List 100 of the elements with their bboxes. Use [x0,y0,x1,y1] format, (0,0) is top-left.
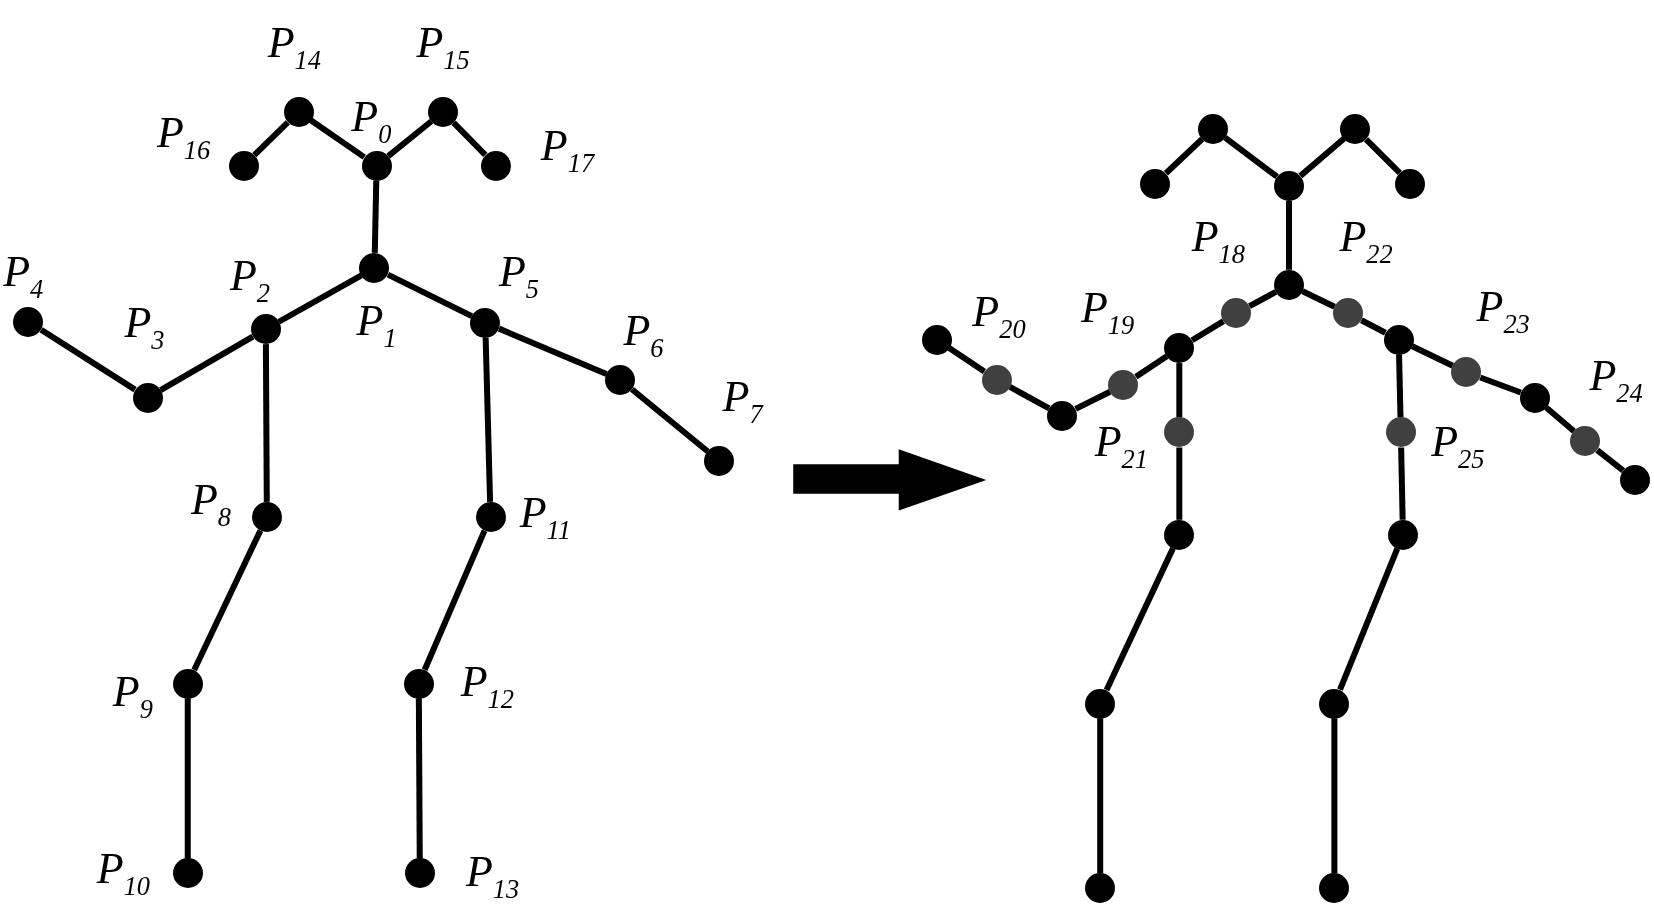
skeleton-limb [451,120,488,157]
keypoint-label: P$_{23}$ [1476,285,1530,338]
keypoint-label: P$_{14}$ [267,21,321,74]
added-keypoint-dot [1108,370,1139,400]
skeleton-limb [1595,447,1626,474]
skeleton-limb [1331,718,1338,874]
added-keypoint-dot [1221,298,1252,329]
skeleton-limb [309,117,366,160]
added-keypoint-dot [1385,417,1416,448]
keypoint-dot [1319,873,1350,904]
keypoint-label: P$_{25}$ [1431,420,1485,473]
keypoint-label: P$_{8}$ [190,478,231,531]
added-keypoint-dot [1570,425,1601,456]
skeleton-limb [421,529,488,671]
keypoint-label: P$_{5}$ [498,250,540,303]
keypoint-label: P$_{18}$ [1191,214,1245,267]
skeleton-limb [252,120,290,158]
keypoint-dot [172,668,203,699]
keypoint-dot [13,306,44,337]
keypoint-label: P$_{4}$ [3,250,44,303]
keypoint-dot [361,150,392,181]
keypoint-label: P$_{20}$ [972,290,1026,343]
keypoint-label: P$_{7}$ [722,374,763,427]
skeleton-limb [159,334,255,393]
keypoint-label: P$_{24}$ [1589,353,1643,406]
keypoint-dot [480,150,511,181]
skeleton-limb [1398,447,1406,520]
keypoint-label: P$_{11}$ [519,490,571,543]
keypoint-dot [251,501,282,532]
keypoint-dot [704,445,735,476]
keypoint-dot [1620,464,1650,495]
keypoint-label: P$_{0}$ [351,95,392,148]
skeleton-limb [262,344,270,502]
keypoint-dot [1164,333,1195,364]
skeleton-limb [1103,547,1176,692]
skeleton-limb [371,180,380,253]
skeleton-limb [1223,135,1279,180]
skeleton-limb [1097,718,1104,874]
keypoint-label: P$_{13}$ [465,849,520,902]
keypoint-dot [475,501,506,532]
skeleton-limb [1298,136,1347,179]
keypoint-dot [1085,873,1116,904]
keypoint-label: P$_{19}$ [1080,286,1135,339]
keypoint-dot [172,858,203,889]
keypoint-dot [359,252,390,283]
keypoint-dot [605,364,636,395]
keypoint-dot [403,668,434,699]
skeleton-limb [1396,354,1404,418]
keypoint-dot [1164,519,1195,550]
keypoint-dot [132,382,163,413]
keypoint-dot [1047,400,1078,431]
keypoint-label: P$_{2}$ [229,253,271,306]
keypoint-dot [428,96,459,127]
keypoint-dot [1519,382,1550,413]
keypoint-label: P$_{3}$ [124,300,165,354]
keypoint-dot [1274,269,1304,300]
keypoint-dot [1395,168,1426,199]
skeleton-limb [1163,136,1205,176]
keypoint-label: P$_{6}$ [623,309,664,362]
added-keypoint-dot [1164,417,1195,448]
skeleton-limb [1074,389,1112,412]
skeleton-limb [1248,289,1278,309]
keypoint-dot [1319,688,1350,719]
keypoint-label: P$_{10}$ [96,847,151,900]
skeleton-limb [482,337,494,502]
keypoint-dot [404,858,435,889]
keypoint-dot [470,307,501,338]
keypoint-dot [921,324,952,355]
keypoint-dot [228,150,259,181]
skeleton-limb [1360,317,1387,336]
keypoint-dot [1274,170,1304,201]
skeleton-limb [1176,447,1183,520]
skeleton-limb [1008,384,1051,412]
skeleton-limb [1190,318,1226,343]
skeleton-limb [184,698,191,859]
skeleton-limb [1363,137,1402,176]
keypoint-label: P$_{22}$ [1339,214,1393,267]
keypoint-dot [1198,113,1229,144]
keypoint-dot [1383,324,1414,355]
keypoint-label: P$_{1}$ [356,298,397,352]
keypoint-label: P$_{21}$ [1094,420,1148,473]
keypoint-label: P$_{15}$ [416,21,470,74]
skeleton-limb [1286,200,1292,270]
added-keypoint-dot [981,364,1012,395]
skeleton-limb [947,345,986,374]
skeleton-limb [497,325,608,377]
keypoint-dot [1085,688,1116,719]
keypoint-label: P$_{17}$ [540,123,595,176]
keypoint-dot [1140,168,1171,199]
keypoint-label: P$_{9}$ [112,670,153,723]
keypoint-label: P$_{16}$ [156,111,211,164]
keypoint-dot [1340,113,1371,144]
skeleton-limb [1337,547,1401,691]
keypoint-dot [283,96,314,127]
skeleton-limb [386,271,474,319]
skeleton-limb [1301,288,1336,310]
skeleton-limb [1176,363,1183,418]
keypoint-label: P$_{12}$ [460,659,514,712]
skeleton-limb [1479,374,1522,396]
skeleton-limb [277,272,363,325]
